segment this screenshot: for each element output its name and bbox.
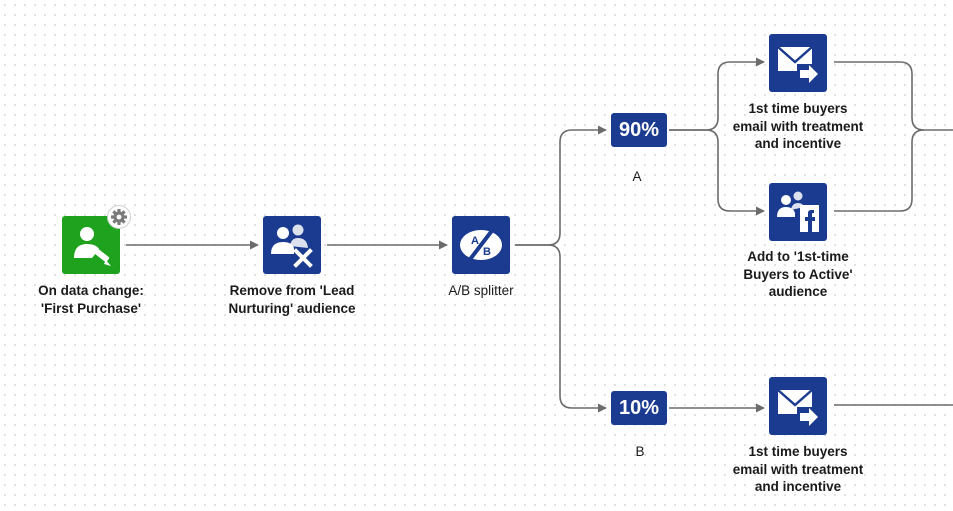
email-b-node[interactable] xyxy=(769,377,827,435)
email-a-label-line-2: email with treatment xyxy=(732,118,864,134)
facebook-audience-label-line-3: audience xyxy=(768,284,828,299)
email-b-label-line-1: 1st time buyers xyxy=(748,444,848,459)
facebook-audience-label: Add to '1st-time Buyers to Active' audie… xyxy=(708,248,888,301)
remove-audience-node[interactable] xyxy=(263,216,321,274)
facebook-audience-node[interactable] xyxy=(769,183,827,241)
branch-b-percent[interactable]: 10% xyxy=(611,391,667,425)
trigger-label-line-1: On data change: xyxy=(38,283,144,298)
trigger-settings-gear[interactable] xyxy=(107,205,131,229)
trigger-label-line-2: 'First Purchase' xyxy=(40,300,142,316)
email-a-node[interactable] xyxy=(769,34,827,92)
email-b-label-line-2: email with treatment xyxy=(732,461,864,477)
people-remove-icon xyxy=(271,224,313,268)
connector-splitter-to-a xyxy=(515,125,607,246)
connector-a-to-facebook xyxy=(669,129,765,216)
trigger-label: On data change: 'First Purchase' xyxy=(1,282,181,317)
email-b-label-line-3: and incentive xyxy=(754,479,842,494)
facebook-audience-label-line-2: Buyers to Active' xyxy=(743,266,853,282)
branch-a-percent[interactable]: 90% xyxy=(611,113,667,147)
ab-splitter-label-line-1: A/B splitter xyxy=(448,283,514,298)
svg-text:A: A xyxy=(471,235,479,247)
connector-email-a-out xyxy=(834,61,953,131)
svg-text:B: B xyxy=(483,246,491,258)
ab-splitter-node[interactable]: A B xyxy=(452,216,510,274)
gear-icon xyxy=(111,209,127,225)
remove-audience-label-line-1: Remove from 'Lead xyxy=(229,283,355,298)
ab-splitter-label: A/B splitter xyxy=(391,282,571,300)
facebook-audience-icon xyxy=(777,191,819,232)
branch-b-letter: B xyxy=(635,444,645,459)
connector-splitter-to-b xyxy=(515,244,607,413)
remove-audience-label-line-2: Nurturing' audience xyxy=(228,300,356,316)
email-b-label: 1st time buyers email with treatment and… xyxy=(708,443,888,496)
ab-split-icon: A B xyxy=(460,226,502,264)
email-send-icon xyxy=(777,389,819,426)
email-a-label: 1st time buyers email with treatment and… xyxy=(708,100,888,153)
branch-a-letter: A xyxy=(632,169,642,184)
email-a-label-line-3: and incentive xyxy=(754,136,842,151)
person-edit-icon xyxy=(74,227,111,266)
email-a-label-line-1: 1st time buyers xyxy=(748,101,848,116)
remove-audience-label: Remove from 'Lead Nurturing' audience xyxy=(202,282,382,317)
connector-facebook-out xyxy=(834,129,925,212)
email-send-icon xyxy=(777,46,819,83)
connector-a-to-email xyxy=(669,57,765,131)
facebook-audience-label-line-1: Add to '1st-time xyxy=(747,249,849,264)
